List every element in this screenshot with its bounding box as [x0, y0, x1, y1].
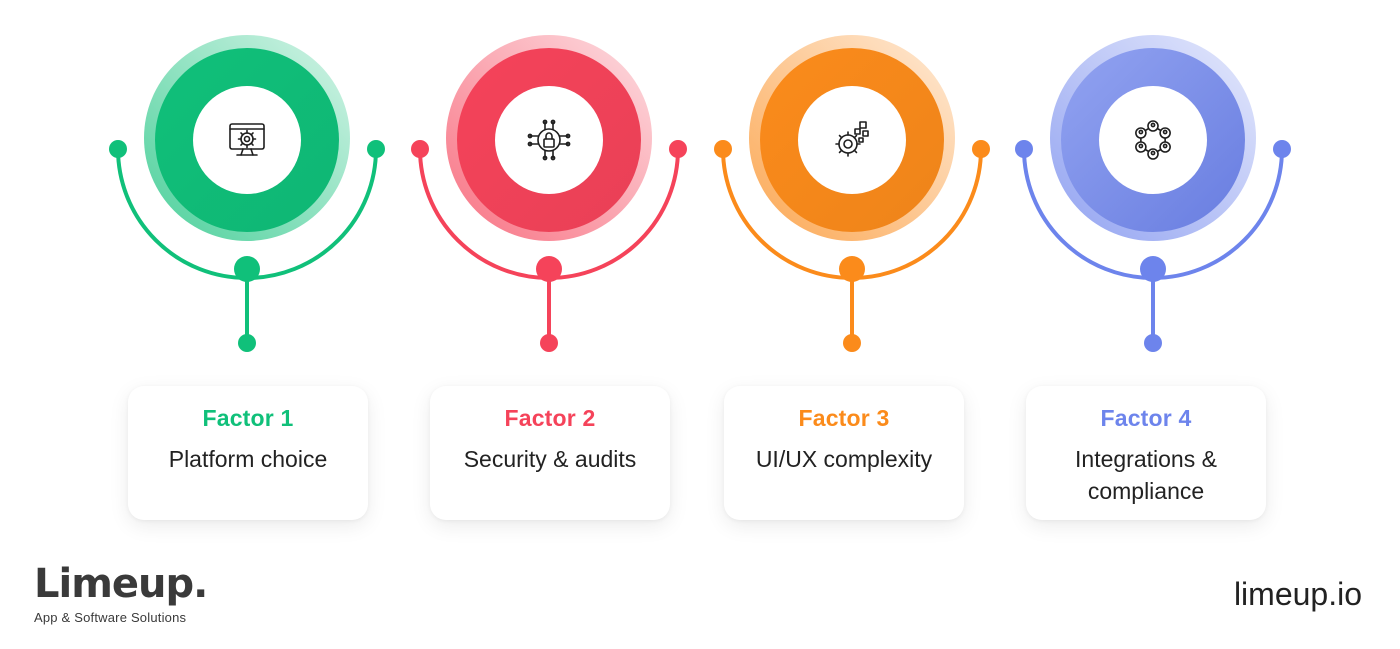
brand-tagline: App & Software Solutions [34, 610, 187, 625]
gear-blocks-icon [835, 121, 869, 157]
factor-3-icon-plate [798, 86, 906, 194]
website-link[interactable]: limeup.io [1233, 576, 1362, 612]
user-network-icon [1135, 120, 1171, 160]
factor-2-arc-right-dot [669, 140, 687, 158]
factor-3-graphic [714, 35, 990, 352]
factor-card-1: Factor 1 Platform choice [128, 386, 368, 520]
factor-3-end-dot [843, 334, 861, 352]
monitor-gear-icon [229, 123, 265, 156]
factor-1-icon-plate [193, 86, 301, 194]
factor-1-description: Platform choice [168, 446, 328, 472]
factor-2-graphic [411, 35, 687, 352]
factor-3-arc-right-dot [972, 140, 990, 158]
factor-3-arc-left-dot [714, 140, 732, 158]
factor-4-junction-dot [1140, 256, 1166, 282]
factor-card-2: Factor 2 Security & audits [430, 386, 670, 520]
factor-4-icon-plate [1099, 86, 1207, 194]
factor-4-description: Integrations & compliance [1075, 446, 1217, 504]
factor-2-title: Factor 2 [504, 405, 596, 431]
factor-4-end-dot [1144, 334, 1162, 352]
factor-2-junction-dot [536, 256, 562, 282]
factor-card-3: Factor 3 UI/UX complexity [724, 386, 964, 520]
factor-4-arc-right-dot [1273, 140, 1291, 158]
factor-2-end-dot [540, 334, 558, 352]
factor-card-4: Factor 4 Integrations & compliance [1026, 386, 1266, 520]
factor-4-graphic [1015, 35, 1291, 352]
factor-1-graphic [109, 35, 385, 352]
factor-3-description: UI/UX complexity [755, 446, 933, 472]
factor-1-title: Factor 1 [202, 405, 294, 431]
factor-1-arc-left-dot [109, 140, 127, 158]
factor-1-arc-right-dot [367, 140, 385, 158]
factor-2-arc-left-dot [411, 140, 429, 158]
factor-3-junction-dot [839, 256, 865, 282]
factor-2-description: Security & audits [463, 446, 637, 472]
factor-4-title: Factor 4 [1100, 405, 1192, 431]
factor-4-arc-left-dot [1015, 140, 1033, 158]
factor-1-end-dot [238, 334, 256, 352]
factor-1-junction-dot [234, 256, 260, 282]
brand-logo: Limeup. [34, 561, 208, 607]
factor-3-title: Factor 3 [798, 405, 890, 431]
lock-circuit-icon [527, 119, 571, 161]
factor-2-icon-plate [495, 86, 603, 194]
brand-block: Limeup. App & Software Solutions [34, 560, 208, 625]
